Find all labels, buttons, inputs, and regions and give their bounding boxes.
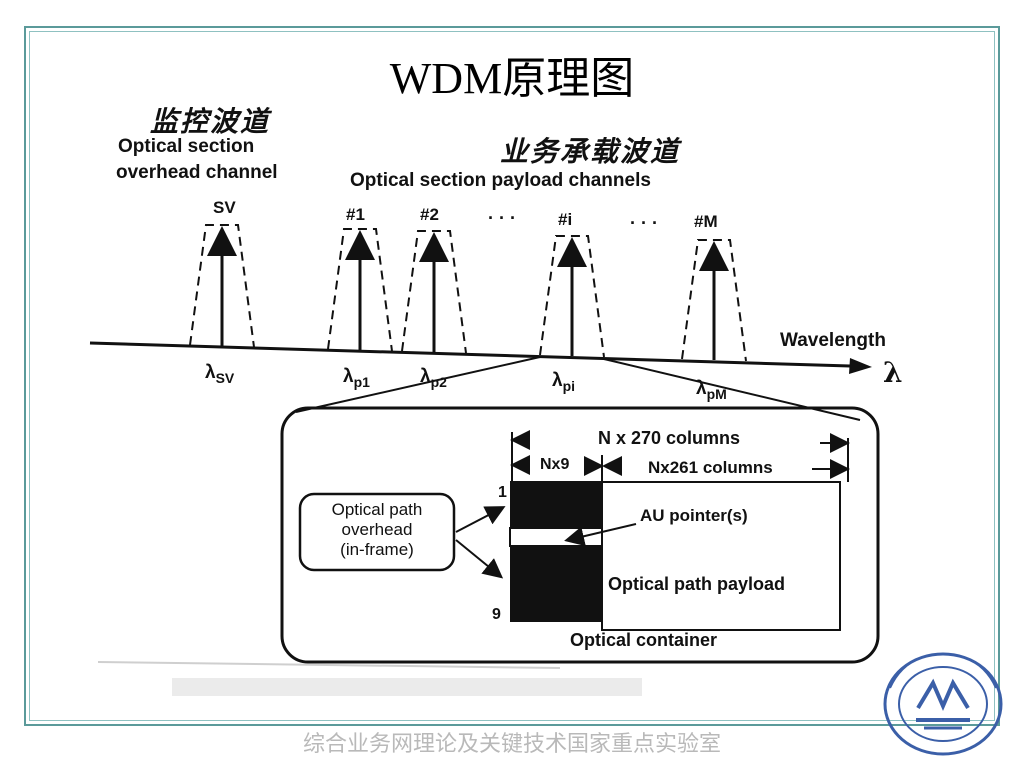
wavelength-axis-label: Wavelength bbox=[780, 330, 886, 351]
payload-area bbox=[601, 481, 841, 631]
peak-m bbox=[681, 239, 747, 362]
supervisory-channel-handwritten-label: 监控波道 bbox=[150, 105, 271, 138]
optical-path-payload-label: Optical path payload bbox=[608, 574, 786, 594]
scan-edge-line bbox=[97, 661, 561, 669]
zoom-line-right bbox=[603, 358, 861, 421]
optical-container-label: Optical container bbox=[570, 630, 718, 650]
overhead-columns-block bbox=[510, 482, 602, 622]
peak-label-m: #M bbox=[694, 212, 718, 231]
row-label-1: 1 bbox=[498, 484, 507, 501]
zoom-line-left bbox=[295, 356, 541, 413]
payload-channel-handwritten-label: 业务承载波道 bbox=[500, 135, 681, 168]
overhead-arrow-up bbox=[455, 506, 506, 533]
wavelength-axis bbox=[89, 341, 851, 368]
peak-sv bbox=[189, 224, 255, 348]
peak-label-2: #2 bbox=[420, 205, 439, 224]
peak-label-sv: SV bbox=[213, 198, 236, 217]
tick-lambda-sv: λSV bbox=[205, 362, 235, 386]
peak-1 bbox=[327, 228, 393, 352]
total-columns-label: N x 270 columns bbox=[598, 428, 741, 448]
axis-arrowhead bbox=[849, 358, 872, 374]
slide-title: WDM原理图 bbox=[389, 54, 635, 103]
optical-container-box bbox=[280, 406, 880, 664]
tick-lambda-p1: λp1 bbox=[343, 366, 370, 390]
lambda-axis-symbol: λ bbox=[883, 356, 903, 389]
nx9-label: Nx9 bbox=[540, 456, 570, 473]
au-pointer-row bbox=[509, 527, 603, 547]
nx261-label: Nx261 columns bbox=[648, 458, 773, 477]
slide-frame bbox=[24, 26, 1000, 726]
row-label-9: 9 bbox=[492, 606, 501, 623]
overhead-callout-line3: (in-frame) bbox=[340, 540, 414, 559]
overhead-channel-label-line1: Optical section bbox=[118, 136, 255, 157]
ellipsis-1: · · · bbox=[488, 208, 516, 228]
university-seal-logo bbox=[883, 652, 1003, 756]
scan-smudge bbox=[172, 678, 642, 696]
tick-lambda-pi: λpi bbox=[552, 370, 576, 394]
overhead-callout-text: Optical path overhead (in-frame) bbox=[300, 500, 454, 560]
au-pointer-arrow bbox=[564, 523, 637, 547]
tick-lambda-pm: λpM bbox=[696, 378, 727, 402]
payload-channels-label: Optical section payload channels bbox=[350, 170, 651, 191]
overhead-channel-label-line2: overhead channel bbox=[116, 162, 278, 183]
peak-label-i: #i bbox=[558, 210, 573, 229]
peak-i bbox=[539, 235, 605, 358]
overhead-callout-line2: overhead bbox=[341, 520, 413, 539]
overhead-callout-box bbox=[298, 492, 456, 572]
overhead-arrow-down bbox=[455, 539, 504, 579]
au-pointer-label: AU pointer(s) bbox=[640, 506, 748, 525]
peak-label-1: #1 bbox=[346, 205, 365, 224]
peak-2 bbox=[401, 230, 467, 354]
overhead-callout-line1: Optical path bbox=[331, 500, 423, 519]
tick-lambda-p2: λp2 bbox=[420, 366, 447, 390]
footer-lab-name: 综合业务网理论及关键技术国家重点实验室 bbox=[302, 732, 721, 757]
ellipsis-2: · · · bbox=[630, 213, 658, 233]
